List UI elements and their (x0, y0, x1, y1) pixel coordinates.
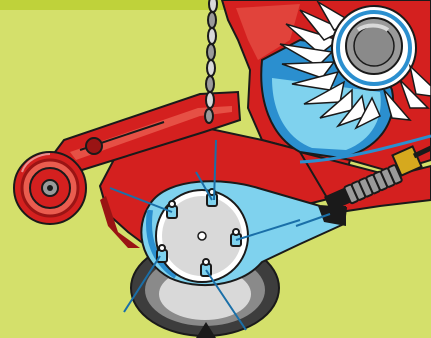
rotor-hub-shine (356, 23, 390, 32)
drive-rod (299, 134, 431, 164)
rotor-blades (279, 0, 381, 130)
arm-highlight (70, 106, 232, 160)
drum-housing-edge (146, 209, 178, 279)
chassis-shadow (100, 196, 140, 248)
feed-drum (140, 180, 348, 287)
tension-spring (324, 145, 431, 212)
chain (204, 0, 218, 124)
rotor-hub-inner (353, 25, 395, 67)
rotor-lower-blades (383, 63, 431, 121)
arm-pivot (85, 137, 103, 155)
gauge-wheel (13, 151, 87, 225)
housing-highlight (236, 4, 300, 60)
shredding-rotor (260, 0, 431, 160)
rotor-hub-ring (336, 10, 412, 86)
guide-lines (109, 139, 331, 331)
drum-center (197, 231, 207, 241)
drum-bracket (318, 206, 346, 226)
